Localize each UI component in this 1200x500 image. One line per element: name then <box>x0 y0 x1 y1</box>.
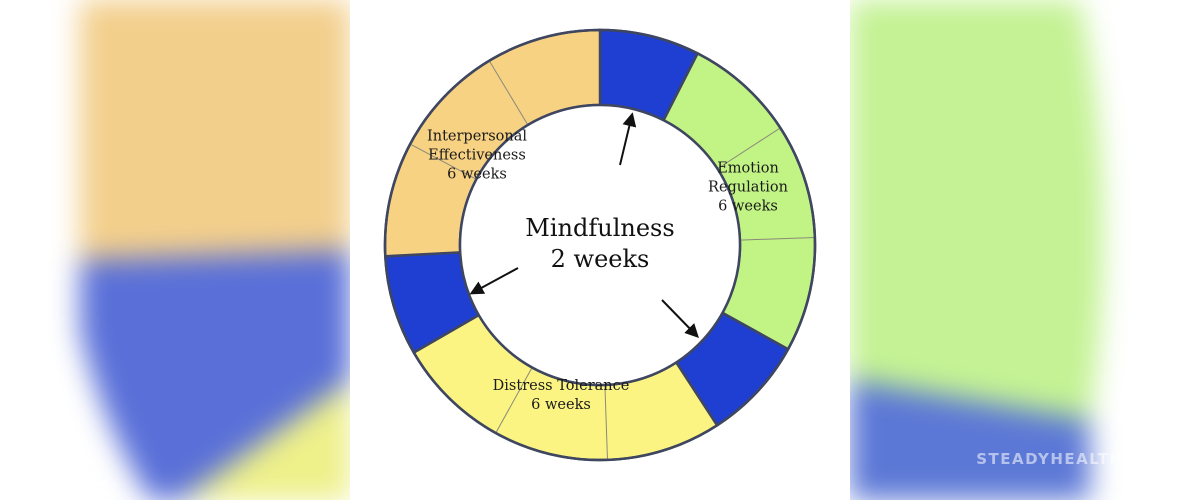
week-divider <box>739 236 815 241</box>
label-emotion-regulation: Emotion Regulation 6 weeks <box>708 160 788 217</box>
blurred-background-left <box>0 0 350 500</box>
week-divider <box>488 60 529 126</box>
arrow-to-left-transition <box>469 267 519 295</box>
module-name-line1: Distress Tolerance <box>492 378 630 394</box>
module-name-line1: Emotion <box>717 160 779 177</box>
outer-ring-outline <box>383 28 817 462</box>
center-circle <box>458 103 742 387</box>
center-title: Mindfulness <box>525 214 675 242</box>
center-label: Mindfulness 2 weeks <box>525 213 674 275</box>
arrow-to-top-transition <box>619 112 637 166</box>
module-duration: 6 weeks <box>718 198 778 215</box>
module-duration: 6 weeks <box>531 397 591 413</box>
label-distress-tolerance: Distress Tolerance 6 weeks <box>493 377 630 415</box>
module-name-line2: Regulation <box>708 179 788 196</box>
module-duration: 6 weeks <box>447 166 507 183</box>
dbt-cycle-diagram: Mindfulness 2 weeks Interpersonal Effect… <box>350 0 850 500</box>
week-divider <box>495 367 533 434</box>
label-interpersonal-effectiveness: Interpersonal Effectiveness 6 weeks <box>427 128 527 185</box>
module-name-line1: Interpersonal <box>427 128 527 145</box>
site-watermark: STEADYHEALTH.COM <box>976 450 1174 468</box>
module-name-line2: Effectiveness <box>428 147 526 164</box>
week-divider <box>604 384 609 460</box>
ring-svg <box>383 28 817 462</box>
center-duration: 2 weeks <box>550 245 650 273</box>
week-divider <box>409 143 477 180</box>
arrow-to-right-transition <box>661 299 699 339</box>
week-divider <box>717 127 781 170</box>
blurred-background-right <box>850 0 1200 500</box>
